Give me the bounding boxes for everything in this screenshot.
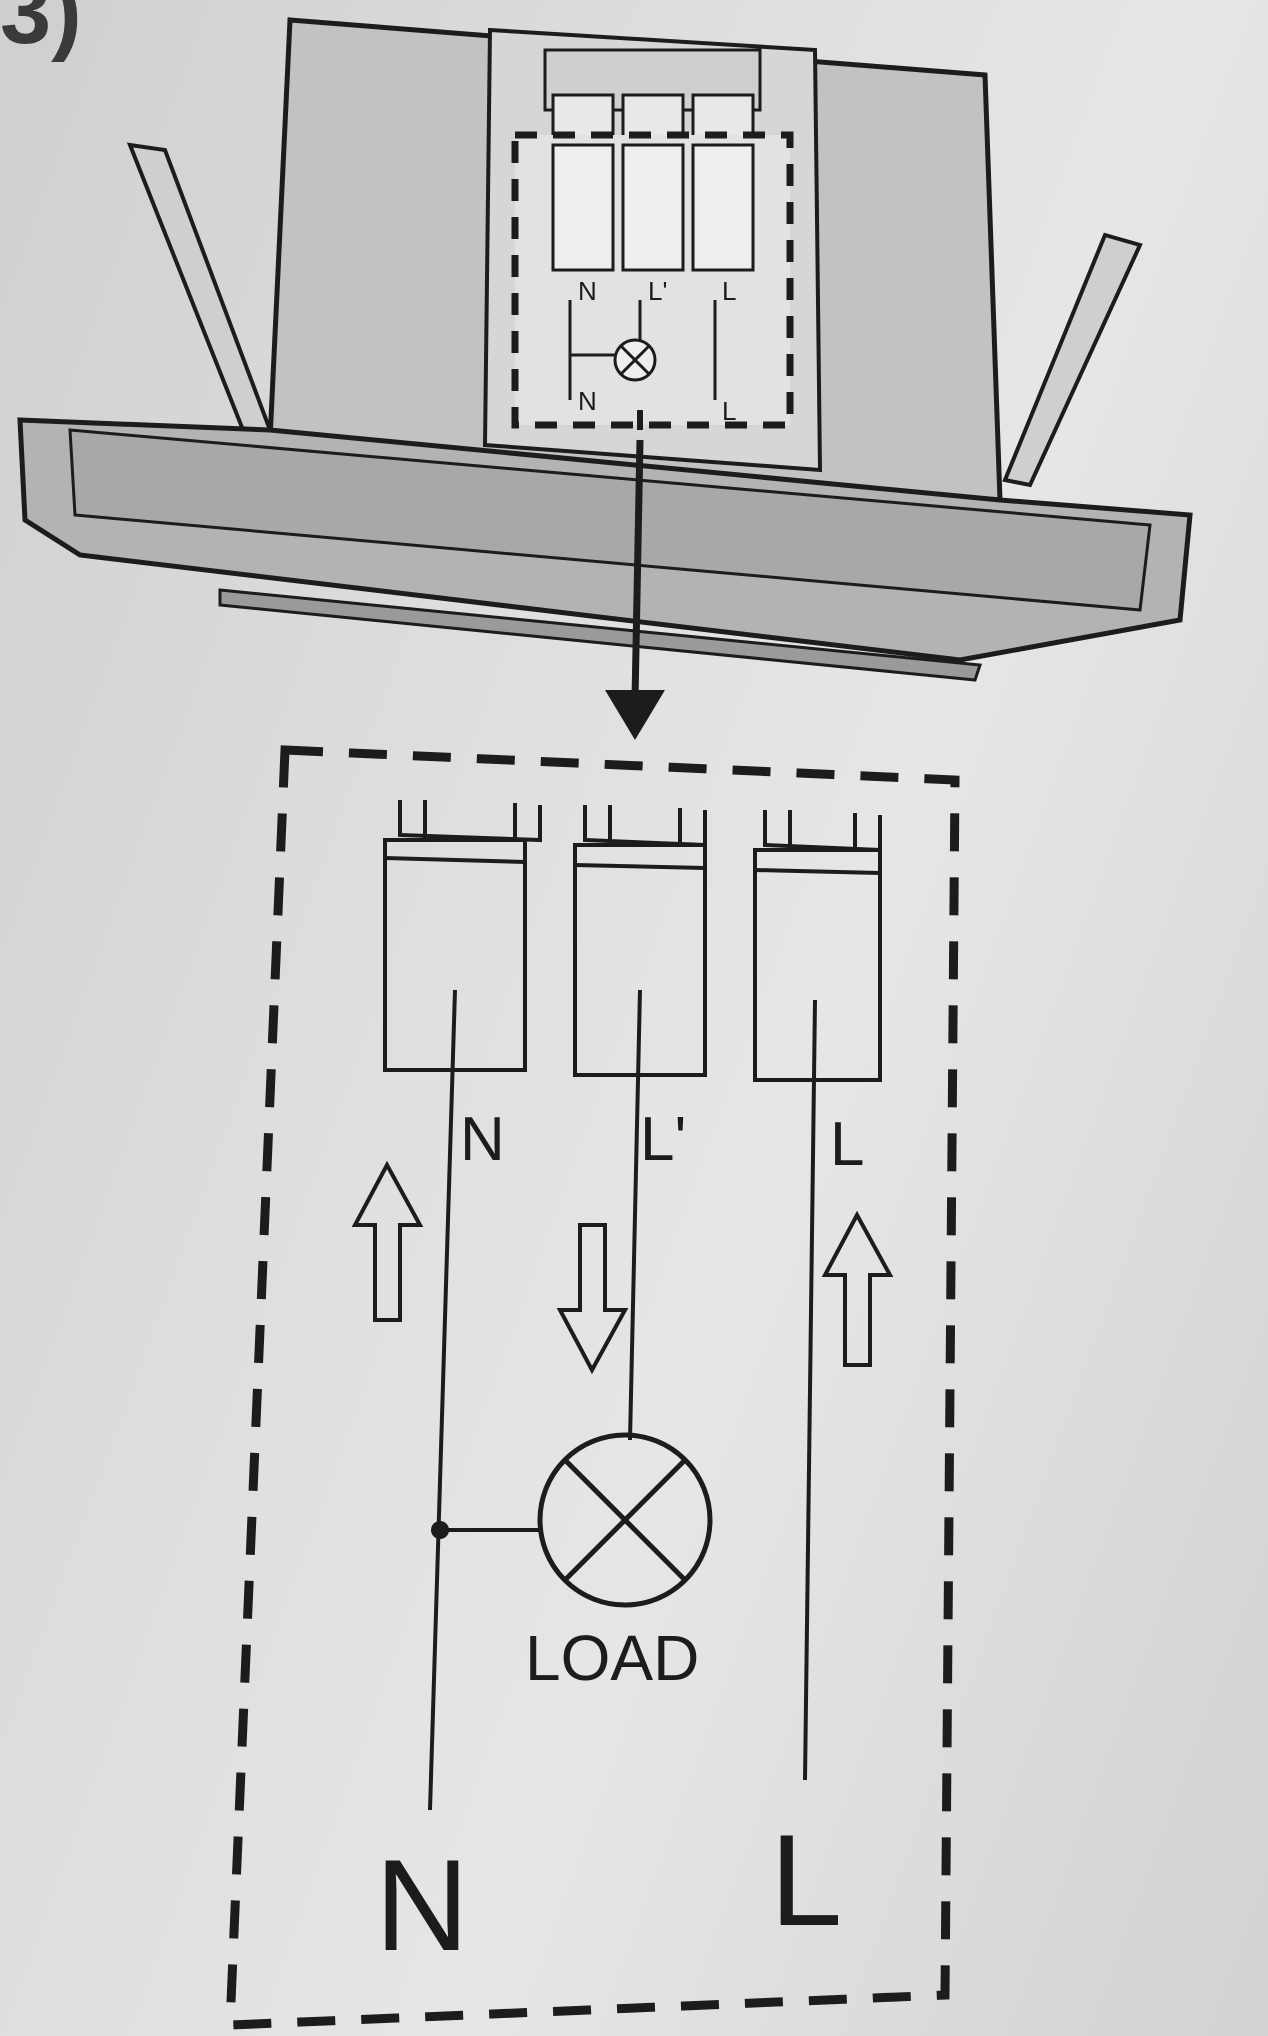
- current-up-arrow-live: [821, 1210, 894, 1367]
- supply-label-l: L: [770, 1807, 842, 1953]
- right-spring-clip: [1002, 232, 1143, 488]
- zoom-arrow-shaft: [631, 439, 644, 701]
- device-terminal-block: N L' L N L: [511, 48, 794, 430]
- left-spring-clip: [126, 142, 273, 438]
- top-bottom-label-l: L: [722, 396, 736, 426]
- terminal-label-l: L: [830, 1110, 864, 1179]
- device-illustration: N L' L N L: [17, 17, 1193, 682]
- supply-label-n: N: [375, 1832, 469, 1978]
- top-terminal-label-n: N: [578, 276, 597, 306]
- top-bottom-label-n: N: [578, 386, 597, 416]
- terminal-label-lprime: L': [640, 1105, 686, 1174]
- top-terminal-label-lprime: L': [648, 276, 667, 306]
- current-up-arrow-neutral: [351, 1160, 424, 1322]
- load-label: LOAD: [525, 1622, 699, 1694]
- junction-dot: [431, 1521, 449, 1539]
- switched-live-wire: [628, 989, 642, 1441]
- terminal-label-n: N: [460, 1105, 505, 1174]
- figure-number: 3): [0, 0, 82, 63]
- neutral-wire: [428, 989, 457, 1811]
- load-lamp-icon: [537, 1432, 713, 1608]
- enlarged-dashed-frame: [225, 745, 960, 2030]
- live-wire: [803, 999, 817, 1781]
- enlarged-terminals: [383, 800, 882, 1082]
- top-terminal-label-l: L: [722, 276, 736, 306]
- zoom-arrow-head: [605, 690, 665, 740]
- current-down-arrow-load: [556, 1223, 629, 1375]
